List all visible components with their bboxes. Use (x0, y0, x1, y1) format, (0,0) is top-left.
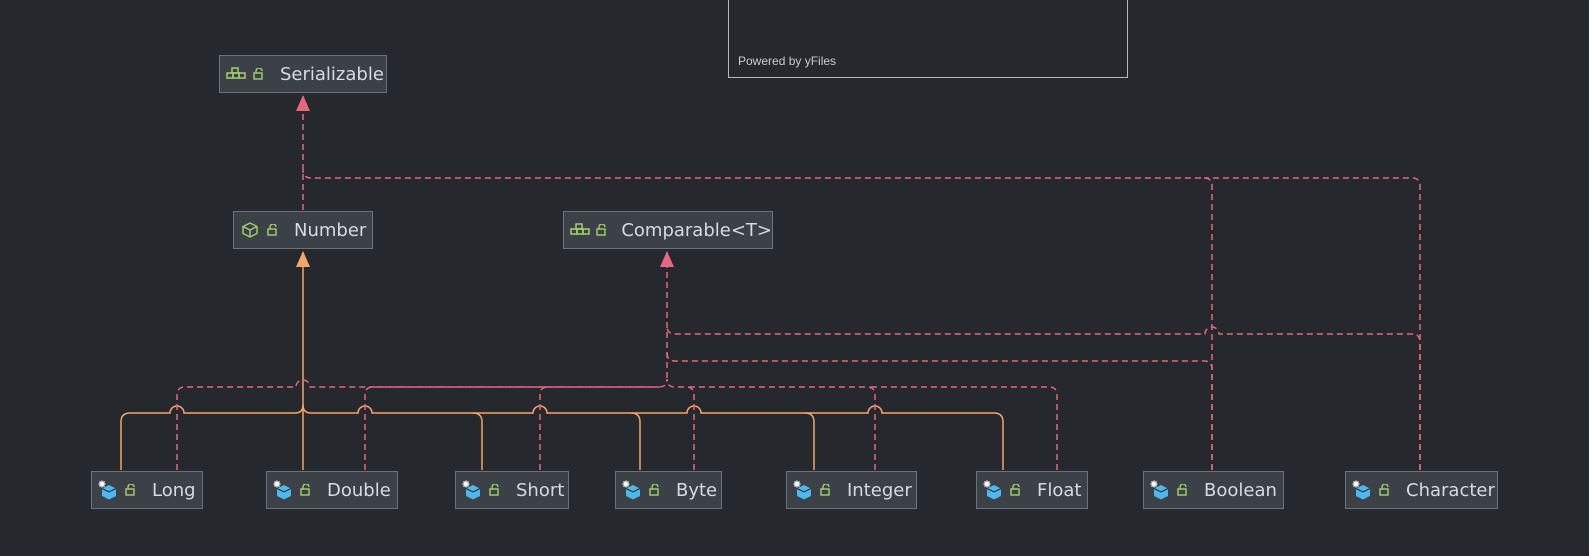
edge-character-implements-comparable (666, 325, 1421, 470)
public-lock-icon (296, 480, 316, 500)
public-lock-icon (249, 64, 269, 84)
interface-icon (226, 64, 246, 84)
overview-panel[interactable]: Powered by yFiles (728, 0, 1128, 78)
final-class-icon (622, 480, 642, 500)
node-short[interactable]: Short (455, 471, 569, 509)
edge-float-implements-comparable (867, 386, 1058, 470)
edge-byte-implements-comparable (666, 378, 695, 470)
node-serializable[interactable]: Serializable (219, 55, 387, 93)
node-long[interactable]: Long (91, 471, 203, 509)
public-lock-icon (1375, 480, 1395, 500)
final-class-icon (98, 480, 118, 500)
public-lock-icon (816, 480, 836, 500)
edge-long-extends-number (120, 404, 304, 470)
final-class-icon (1352, 480, 1372, 500)
edge-short-extends-number (302, 404, 483, 470)
node-integer[interactable]: Integer (786, 471, 917, 509)
interface-icon (570, 220, 590, 240)
final-class-icon (793, 480, 813, 500)
node-byte[interactable]: Byte (615, 471, 722, 509)
edge-short-implements-comparable (539, 386, 549, 470)
public-lock-icon (1006, 480, 1026, 500)
node-character[interactable]: Character (1345, 471, 1498, 509)
node-number[interactable]: Number (233, 211, 373, 249)
final-class-icon (462, 480, 482, 500)
node-label: Comparable<T> (621, 219, 772, 241)
public-lock-icon (593, 220, 610, 240)
node-double[interactable]: Double (266, 471, 398, 509)
powered-by-label: Powered by yFiles (738, 54, 837, 68)
node-label: Float (1037, 479, 1082, 501)
node-label: Integer (847, 479, 912, 501)
public-lock-icon (645, 480, 665, 500)
edge-long-implements-comparable (176, 378, 668, 470)
edge-double-implements-comparable (364, 386, 659, 470)
final-class-icon (983, 480, 1003, 500)
public-lock-icon (263, 220, 283, 240)
edge-integer-implements-comparable (686, 386, 876, 470)
node-label: Long (152, 479, 196, 501)
edge-character-implements-serializable (1204, 177, 1421, 470)
node-label: Number (294, 219, 367, 241)
final-class-icon (1150, 480, 1170, 500)
node-label: Double (327, 479, 391, 501)
public-lock-icon (485, 480, 505, 500)
node-label: Boolean (1204, 479, 1277, 501)
node-comparable[interactable]: Comparable<T> (563, 211, 773, 249)
node-label: Short (516, 479, 565, 501)
node-label: Character (1406, 479, 1495, 501)
node-label: Byte (676, 479, 718, 501)
node-label: Serializable (280, 63, 384, 85)
node-boolean[interactable]: Boolean (1143, 471, 1284, 509)
edge-float-extends-number (805, 405, 1004, 470)
final-class-icon (273, 480, 293, 500)
edge-integer-extends-number (631, 405, 815, 470)
public-lock-icon (1173, 480, 1193, 500)
abstract-class-icon (240, 220, 260, 240)
edge-boolean-implements-comparable (666, 352, 1213, 470)
node-float[interactable]: Float (976, 471, 1088, 509)
edge-byte-extends-number (473, 405, 641, 470)
public-lock-icon (121, 480, 141, 500)
